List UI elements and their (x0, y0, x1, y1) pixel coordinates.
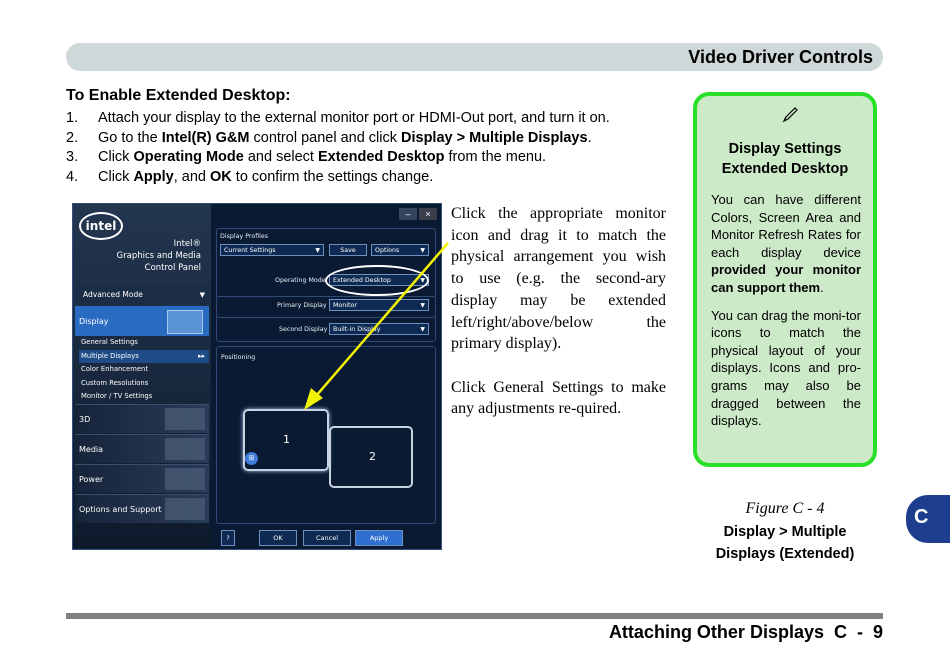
nav-item-media[interactable]: Media (75, 434, 209, 463)
step-number: 4. (66, 168, 79, 185)
primary-display-label: Primary Display (277, 302, 327, 309)
display-thumbnail (167, 310, 203, 334)
display-profiles-label: Display Profiles (220, 233, 269, 240)
chevron-down-icon: ▼ (420, 247, 425, 254)
category-thumbnail (165, 468, 205, 490)
step-text: Click Operating Mode and select Extended… (98, 149, 547, 165)
note-box: Display Settings Extended Desktop You ca… (693, 92, 877, 467)
monitor-1-icon[interactable]: 1 (243, 409, 329, 471)
operating-mode-highlight (325, 265, 429, 296)
chapter-tab: C (906, 495, 950, 543)
subnav-item-custom-resolutions[interactable]: Custom Resolutions (81, 378, 149, 387)
control-panel-screenshot: intel Intel® Graphics and Media Control … (72, 203, 442, 550)
step-text: Click Apply, and OK to confirm the setti… (98, 168, 434, 185)
cancel-button[interactable]: Cancel (303, 530, 351, 546)
steps-list: 1. Attach your display to the external m… (66, 109, 686, 187)
category-thumbnail (165, 408, 205, 430)
step-item: 3. Click Operating Mode and select Exten… (66, 148, 686, 168)
note-paragraph: You can drag the moni-tor icons to match… (711, 307, 861, 429)
positioning-label: Positioning (221, 354, 256, 361)
callout-paragraph: Click the appropriate monitor icon and d… (451, 205, 666, 353)
nav-item-display[interactable]: Display (75, 306, 209, 336)
advanced-mode-dropdown[interactable]: Advanced Mode▼ (75, 286, 209, 304)
subnav-item-general-settings[interactable]: General Settings (81, 338, 138, 346)
figure-label: Figure C - 4 (745, 500, 825, 517)
primary-display-dropdown[interactable]: Monitor▼ (329, 299, 429, 311)
header-bar: Video Driver Controls (66, 43, 883, 71)
note-box-body: You can have different Colors, Screen Ar… (711, 191, 861, 440)
figure-caption: Display > Multiple Displays (Extended) (715, 524, 855, 562)
step-text: Go to the Intel(R) G&M control panel and… (98, 129, 592, 146)
help-button[interactable]: ? (221, 530, 235, 546)
step-text: Attach your display to the external moni… (98, 110, 610, 126)
subnav-item-multiple-displays[interactable]: Multiple Displays▸▸ (79, 349, 209, 364)
category-thumbnail (165, 498, 205, 520)
nav-item-options-support[interactable]: Options and Support (75, 494, 209, 523)
page-header-title: Video Driver Controls (688, 47, 873, 67)
minimize-button[interactable]: – (399, 208, 417, 220)
current-settings-dropdown[interactable]: Current Settings▼ (220, 244, 324, 256)
nav-item-power[interactable]: Power (75, 464, 209, 493)
pencil-icon (782, 107, 798, 123)
apply-button[interactable]: Apply (355, 530, 403, 546)
ok-button[interactable]: OK (259, 530, 297, 546)
monitor-2-icon[interactable]: 2 (329, 426, 413, 488)
step-item: 1. Attach your display to the external m… (66, 109, 686, 129)
section-heading: To Enable Extended Desktop: (66, 87, 291, 104)
footer-rule (66, 613, 883, 619)
category-thumbnail (165, 438, 205, 460)
chevron-down-icon: ▼ (420, 302, 425, 309)
chevron-down-icon: ▼ (420, 326, 425, 333)
second-display-label: Second Display (279, 326, 328, 333)
options-dropdown[interactable]: Options▼ (371, 244, 429, 256)
control-panel-sidebar: intel Intel® Graphics and Media Control … (73, 204, 211, 549)
control-panel-main: – × Display Profiles Current Settings▼ S… (211, 204, 441, 549)
display-subnav: General Settings Multiple Displays▸▸ Col… (79, 336, 209, 404)
subnav-item-color-enhancement[interactable]: Color Enhancement (81, 365, 148, 374)
chevron-down-icon: ▼ (199, 291, 205, 299)
intel-caption: Intel® Graphics and Media Control Panel (116, 239, 201, 273)
chevron-down-icon: ▼ (315, 247, 320, 254)
note-paragraph: You can have different Colors, Screen Ar… (711, 192, 861, 295)
callout-text: Click the appropriate monitor icon and d… (451, 203, 666, 442)
step-number: 3. (66, 149, 79, 165)
window-controls: – × (399, 208, 437, 220)
subnav-item-monitor-tv-settings[interactable]: Monitor / TV Settings (81, 392, 153, 401)
intel-logo: intel (79, 212, 123, 240)
callout-paragraph: Click General Settings to make any adjus… (451, 378, 666, 418)
step-item: 4. Click Apply, and OK to confirm the se… (66, 168, 686, 188)
nav-item-3d[interactable]: 3D (75, 404, 209, 433)
footer-text: Attaching Other Displays C - 9 (608, 622, 883, 642)
save-button[interactable]: Save (329, 244, 367, 256)
operating-mode-label: Operating Mode (275, 277, 326, 284)
fast-forward-icon: ▸▸ (198, 351, 205, 360)
windows-logo-icon: ⊞ (245, 452, 258, 465)
second-display-dropdown[interactable]: Built-in Display▼ (329, 323, 429, 335)
close-button[interactable]: × (419, 208, 437, 220)
note-box-title: Display Settings Extended Desktop (721, 141, 849, 177)
step-number: 1. (66, 110, 79, 126)
step-number: 2. (66, 129, 79, 146)
step-item: 2. Go to the Intel(R) G&M control panel … (66, 129, 686, 149)
